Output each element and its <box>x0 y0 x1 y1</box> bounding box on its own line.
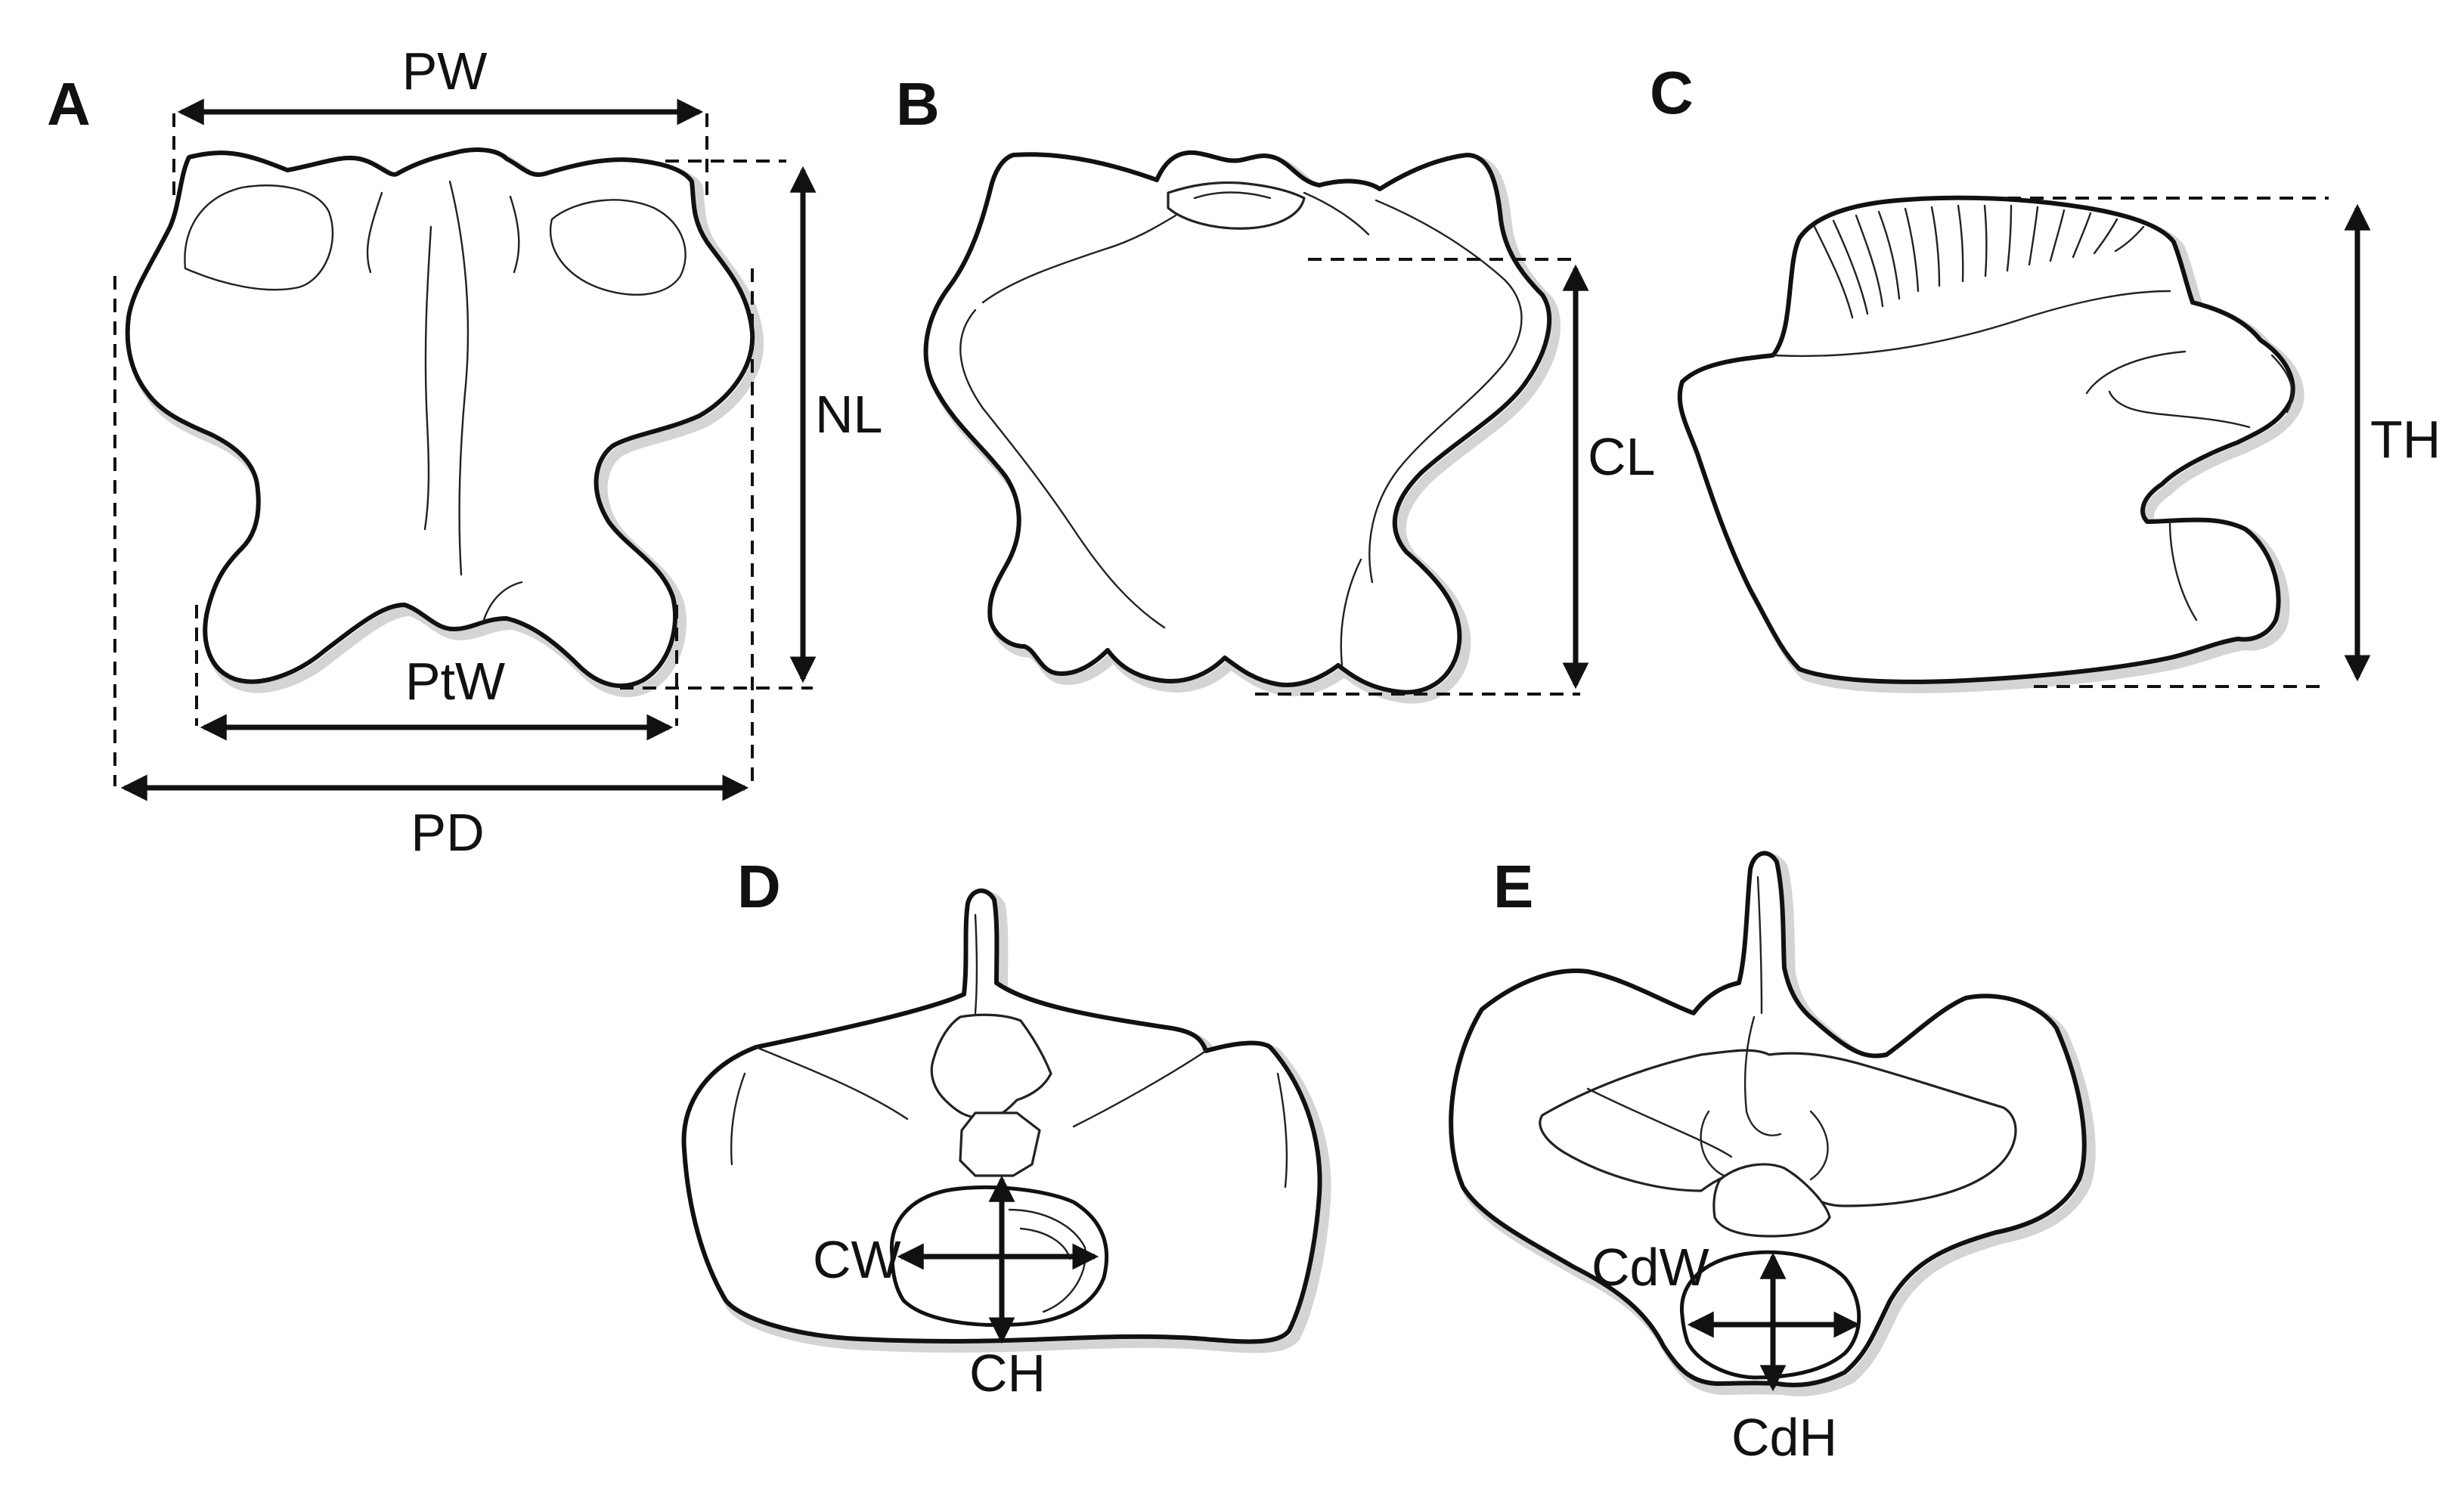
measurements-c <box>1985 197 2371 688</box>
label-nl: NL <box>815 385 882 444</box>
measurements-a <box>113 98 817 801</box>
panel-d: D CW CH <box>681 853 1331 1402</box>
panel-letter-d: D <box>737 853 781 920</box>
panel-letter-b: B <box>896 70 940 138</box>
bone-a-dorsal <box>125 147 764 697</box>
measurements-b <box>1255 258 1589 696</box>
panel-letter-e: E <box>1493 853 1533 920</box>
label-cw: CW <box>813 1230 901 1289</box>
panel-c: C <box>1650 59 2441 693</box>
label-pw: PW <box>402 42 488 101</box>
measurements-e <box>1687 1252 1861 1392</box>
label-cdh: CdH <box>1731 1408 1837 1467</box>
label-pd: PD <box>411 803 484 862</box>
label-cdw: CdW <box>1592 1238 1709 1297</box>
bone-b-ventral <box>923 150 1561 704</box>
bone-d-anterior <box>681 888 1331 1353</box>
measurements-d <box>897 1175 1099 1344</box>
panel-letter-a: A <box>47 70 91 138</box>
label-th: TH <box>2370 410 2441 469</box>
panel-e: E CdW CdH <box>1449 851 2096 1467</box>
spine-ridges <box>1813 204 2145 319</box>
panel-b: B CL <box>896 70 1655 704</box>
label-ch: CH <box>969 1344 1046 1402</box>
label-ptw: PtW <box>405 652 505 711</box>
panel-letter-c: C <box>1650 59 1694 126</box>
label-cl: CL <box>1588 427 1655 486</box>
bone-e-posterior <box>1449 851 2096 1396</box>
panel-a: A <box>47 42 882 862</box>
bone-c-lateral <box>1677 195 2304 693</box>
